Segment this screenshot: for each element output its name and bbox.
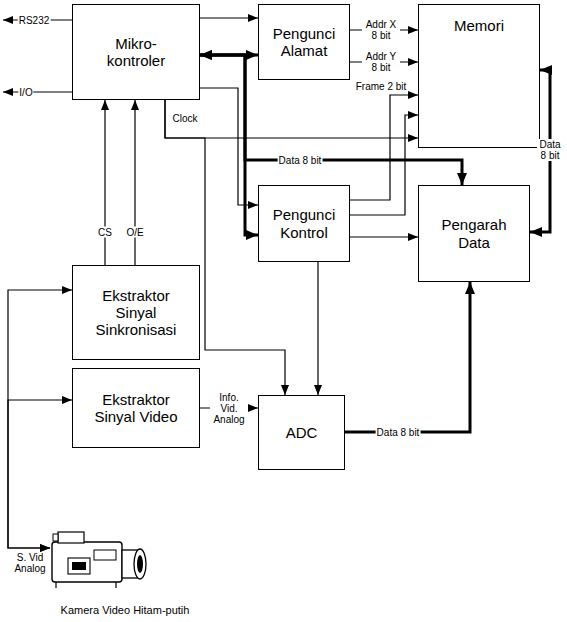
signal-label: Info. Vid. Analog bbox=[210, 392, 248, 425]
signal-label: Data 8 bit bbox=[278, 155, 323, 166]
box-label: Memori bbox=[454, 17, 504, 34]
port-label: I/O bbox=[18, 87, 33, 98]
box-label: Mikro- kontroler bbox=[96, 35, 176, 70]
signal-line bbox=[8, 400, 72, 548]
port-label: RS232 bbox=[18, 15, 51, 26]
signal-line bbox=[165, 100, 418, 138]
signal-line bbox=[104, 100, 105, 265]
box-label: Pengunci Kontrol bbox=[264, 206, 344, 241]
process-box: Mikro- kontroler bbox=[72, 4, 200, 100]
process-box: Pengunci Alamat bbox=[258, 4, 350, 80]
io-wire bbox=[3, 91, 72, 92]
camera-node: Kamera Video Hitam-putih bbox=[50, 530, 200, 620]
signal-line bbox=[350, 236, 418, 237]
signal-line bbox=[200, 17, 258, 18]
process-box: Ekstraktor Sinyal Video bbox=[72, 368, 200, 448]
data-bus bbox=[345, 282, 470, 432]
signal-line bbox=[8, 290, 72, 548]
signal-label: S. Vid Analog bbox=[12, 552, 48, 574]
signal-label: CS bbox=[97, 227, 113, 238]
signal-line bbox=[317, 262, 318, 395]
box-label: ADC bbox=[286, 424, 318, 441]
process-box: ADC bbox=[258, 395, 345, 470]
box-label: Ekstraktor Sinyal Video bbox=[90, 391, 182, 426]
signal-label: O/E bbox=[125, 227, 144, 238]
process-box: Ekstraktor Sinyal Sinkronisasi bbox=[72, 265, 200, 360]
box-label: Pengunci Alamat bbox=[264, 25, 344, 60]
signal-line bbox=[350, 95, 418, 200]
signal-label: Data 8 bit bbox=[376, 427, 421, 438]
signal-label: Frame 2 bit bbox=[355, 81, 408, 92]
process-box: Pengarah Data bbox=[418, 185, 530, 282]
caption-text: Kamera Video Hitam-putih bbox=[61, 604, 190, 617]
signal-label: Addr Y 8 bit bbox=[362, 51, 400, 73]
signal-label: Clock bbox=[171, 113, 198, 124]
signal-line bbox=[350, 115, 418, 215]
signal-line bbox=[200, 88, 258, 205]
signal-label: Addr X 8 bit bbox=[362, 19, 400, 41]
process-box: Pengunci Kontrol bbox=[258, 185, 350, 262]
signal-line bbox=[134, 100, 135, 265]
camera-illustration bbox=[50, 530, 150, 594]
memory-box: Memori bbox=[418, 4, 540, 148]
signal-label: Data 8 bit bbox=[537, 139, 563, 161]
box-label: Ekstraktor Sinyal Sinkronisasi bbox=[90, 287, 182, 339]
data-bus bbox=[200, 55, 258, 235]
box-label: Pengarah Data bbox=[434, 216, 514, 251]
